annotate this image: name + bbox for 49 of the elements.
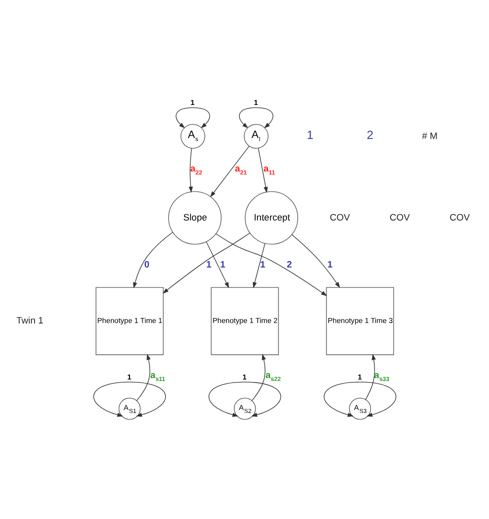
node-circle: A$_{I}$ — [244, 124, 268, 149]
node-box: Phenotype 1 Time 2 — [210, 287, 279, 356]
edge-label: 2 — [286, 260, 292, 270]
edge-label: 1 — [220, 260, 226, 270]
arrow — [252, 243, 266, 288]
node-circle: A$_{S1}$ — [118, 398, 141, 420]
arrow — [252, 354, 266, 401]
label: # M — [422, 130, 438, 141]
edge-label: 1 — [206, 260, 212, 270]
edge-label: a$_{s11}$ — [150, 370, 166, 384]
edge-label: 0 — [144, 260, 150, 270]
arrow — [206, 241, 230, 288]
arrow — [94, 382, 166, 417]
arrow — [133, 232, 173, 288]
arrow — [324, 382, 396, 417]
edge-label: a$_{21}$ — [234, 164, 247, 177]
arrow — [208, 382, 281, 417]
edge-label: a$_{11}$ — [263, 164, 276, 177]
edge-label: 1 — [254, 98, 258, 107]
arrow — [136, 354, 151, 401]
label: 2 — [366, 128, 374, 142]
node-box: Phenotype 1 Time 3 — [326, 287, 394, 356]
node-circle: A$_{s}$ — [180, 124, 206, 149]
arrow — [162, 232, 250, 294]
arrow — [188, 148, 193, 193]
edge-label: a$_{s22}$ — [265, 370, 281, 384]
node-box: Phenotype 1 Time 1 — [96, 287, 164, 356]
node-circle: A$_{S3}$ — [349, 398, 372, 420]
edge-label: 1 — [127, 372, 132, 382]
label: 1 — [306, 128, 314, 142]
arrow — [216, 233, 328, 296]
label: COV — [330, 212, 350, 222]
node-circle: A$_{S2}$ — [234, 398, 256, 420]
arrow — [176, 107, 210, 128]
edge-label: 1 — [242, 372, 247, 382]
edge-label: a$_{22}$ — [190, 164, 202, 177]
edge-label: 1 — [260, 260, 266, 270]
edge-label: 1 — [190, 98, 195, 107]
label: COV — [390, 212, 410, 222]
edge-label: 1 — [327, 260, 333, 270]
arrow — [239, 107, 274, 128]
label: Twin 1 — [16, 316, 44, 326]
arrow — [292, 234, 340, 288]
arrow — [258, 148, 268, 193]
arrow — [365, 354, 376, 400]
label: COV — [450, 212, 470, 222]
arrow — [210, 146, 250, 198]
node-circle: Intercept — [244, 191, 298, 245]
edge-label: 1 — [358, 372, 362, 382]
